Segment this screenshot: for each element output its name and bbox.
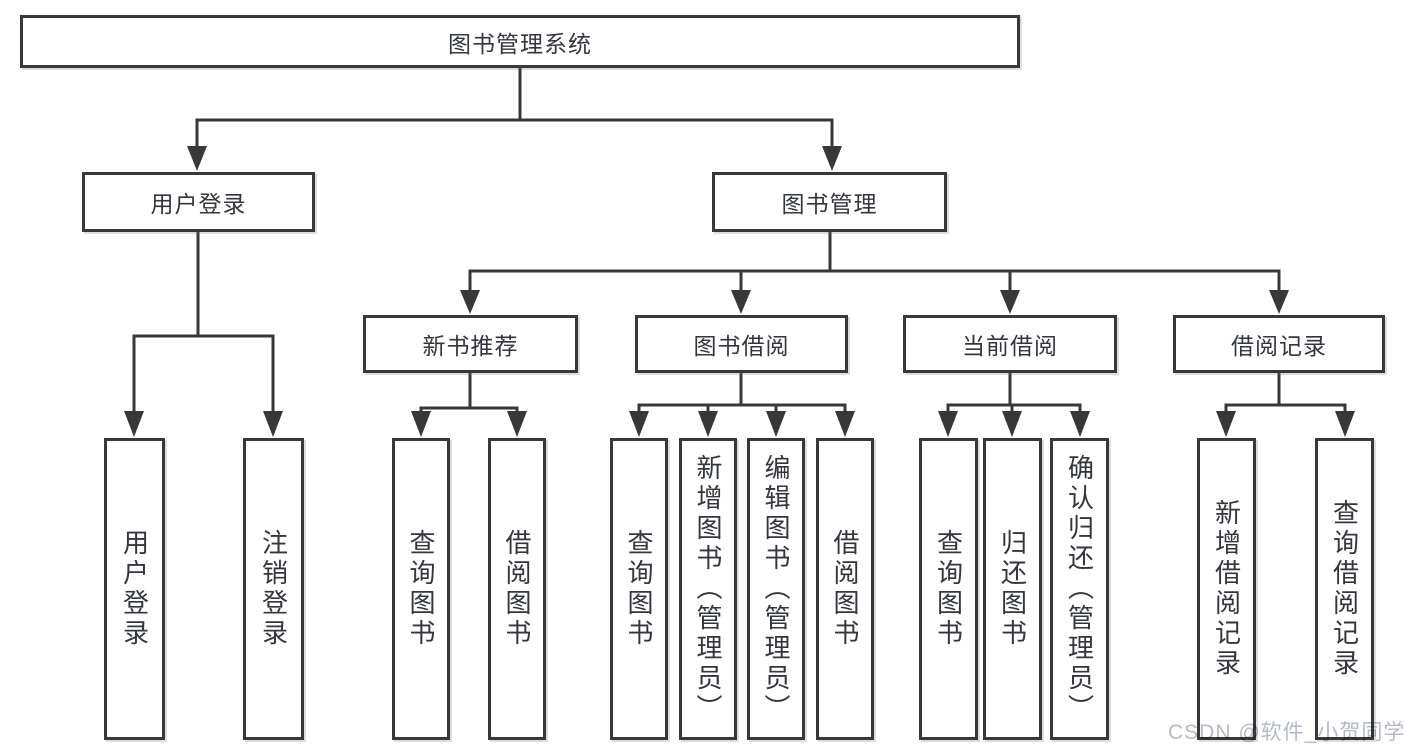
leaf-query-books-current: 查询图书 <box>919 438 978 740</box>
leaf-label: 借阅图书 <box>830 529 860 649</box>
leaf-label: 用户登录 <box>119 529 150 649</box>
leaf-add-books-admin: 新增图书（管理员） <box>679 438 737 740</box>
csdn-watermark: CSDN @软件_小贺同学 <box>1168 721 1405 744</box>
leaf-label: 借阅图书 <box>502 529 532 649</box>
leaf-label: 新增图书（管理员） <box>693 454 723 724</box>
node-label: 新书推荐 <box>422 333 519 359</box>
leaf-return-books: 归还图书 <box>983 438 1042 740</box>
leaf-logout-login: 注销登录 <box>243 438 304 740</box>
leaf-label: 注销登录 <box>258 529 289 649</box>
leaf-query-books-recommend: 查询图书 <box>392 438 450 740</box>
leaf-query-books-borrowing: 查询图书 <box>610 438 668 740</box>
node-library-system: 图书管理系统 <box>20 15 1020 68</box>
node-label: 图书管理 <box>781 191 878 217</box>
node-label: 图书管理系统 <box>448 30 592 57</box>
node-user-login: 用户登录 <box>82 172 315 232</box>
node-label: 借阅记录 <box>1231 333 1327 359</box>
node-book-management: 图书管理 <box>712 172 947 232</box>
node-label: 用户登录 <box>150 191 247 217</box>
leaf-label: 查询图书 <box>624 529 654 649</box>
node-borrowing-records: 借阅记录 <box>1173 315 1385 373</box>
leaf-label: 查询图书 <box>406 529 436 649</box>
leaf-edit-books-admin: 编辑图书（管理员） <box>747 438 805 740</box>
node-label: 图书借阅 <box>693 333 790 359</box>
node-current-borrowing: 当前借阅 <box>903 315 1117 373</box>
node-book-borrowing: 图书借阅 <box>635 315 848 373</box>
node-label: 当前借阅 <box>962 333 1058 359</box>
node-new-book-recommend: 新书推荐 <box>363 315 578 373</box>
leaf-label: 查询图书 <box>933 529 964 649</box>
leaf-query-borrow-record: 查询借阅记录 <box>1315 438 1374 740</box>
leaf-confirm-return-admin: 确认归还（管理员） <box>1050 438 1109 740</box>
leaf-label: 新增借阅记录 <box>1211 499 1242 679</box>
leaf-user-login: 用户登录 <box>104 438 165 740</box>
leaf-label: 查询借阅记录 <box>1329 499 1360 679</box>
leaf-borrow-books-borrowing: 借阅图书 <box>816 438 874 740</box>
leaf-label: 归还图书 <box>997 529 1028 649</box>
leaf-label: 编辑图书（管理员） <box>761 454 791 724</box>
leaf-add-borrow-record: 新增借阅记录 <box>1197 438 1256 740</box>
leaf-borrow-books-recommend: 借阅图书 <box>488 438 546 740</box>
leaf-label: 确认归还（管理员） <box>1064 454 1095 724</box>
